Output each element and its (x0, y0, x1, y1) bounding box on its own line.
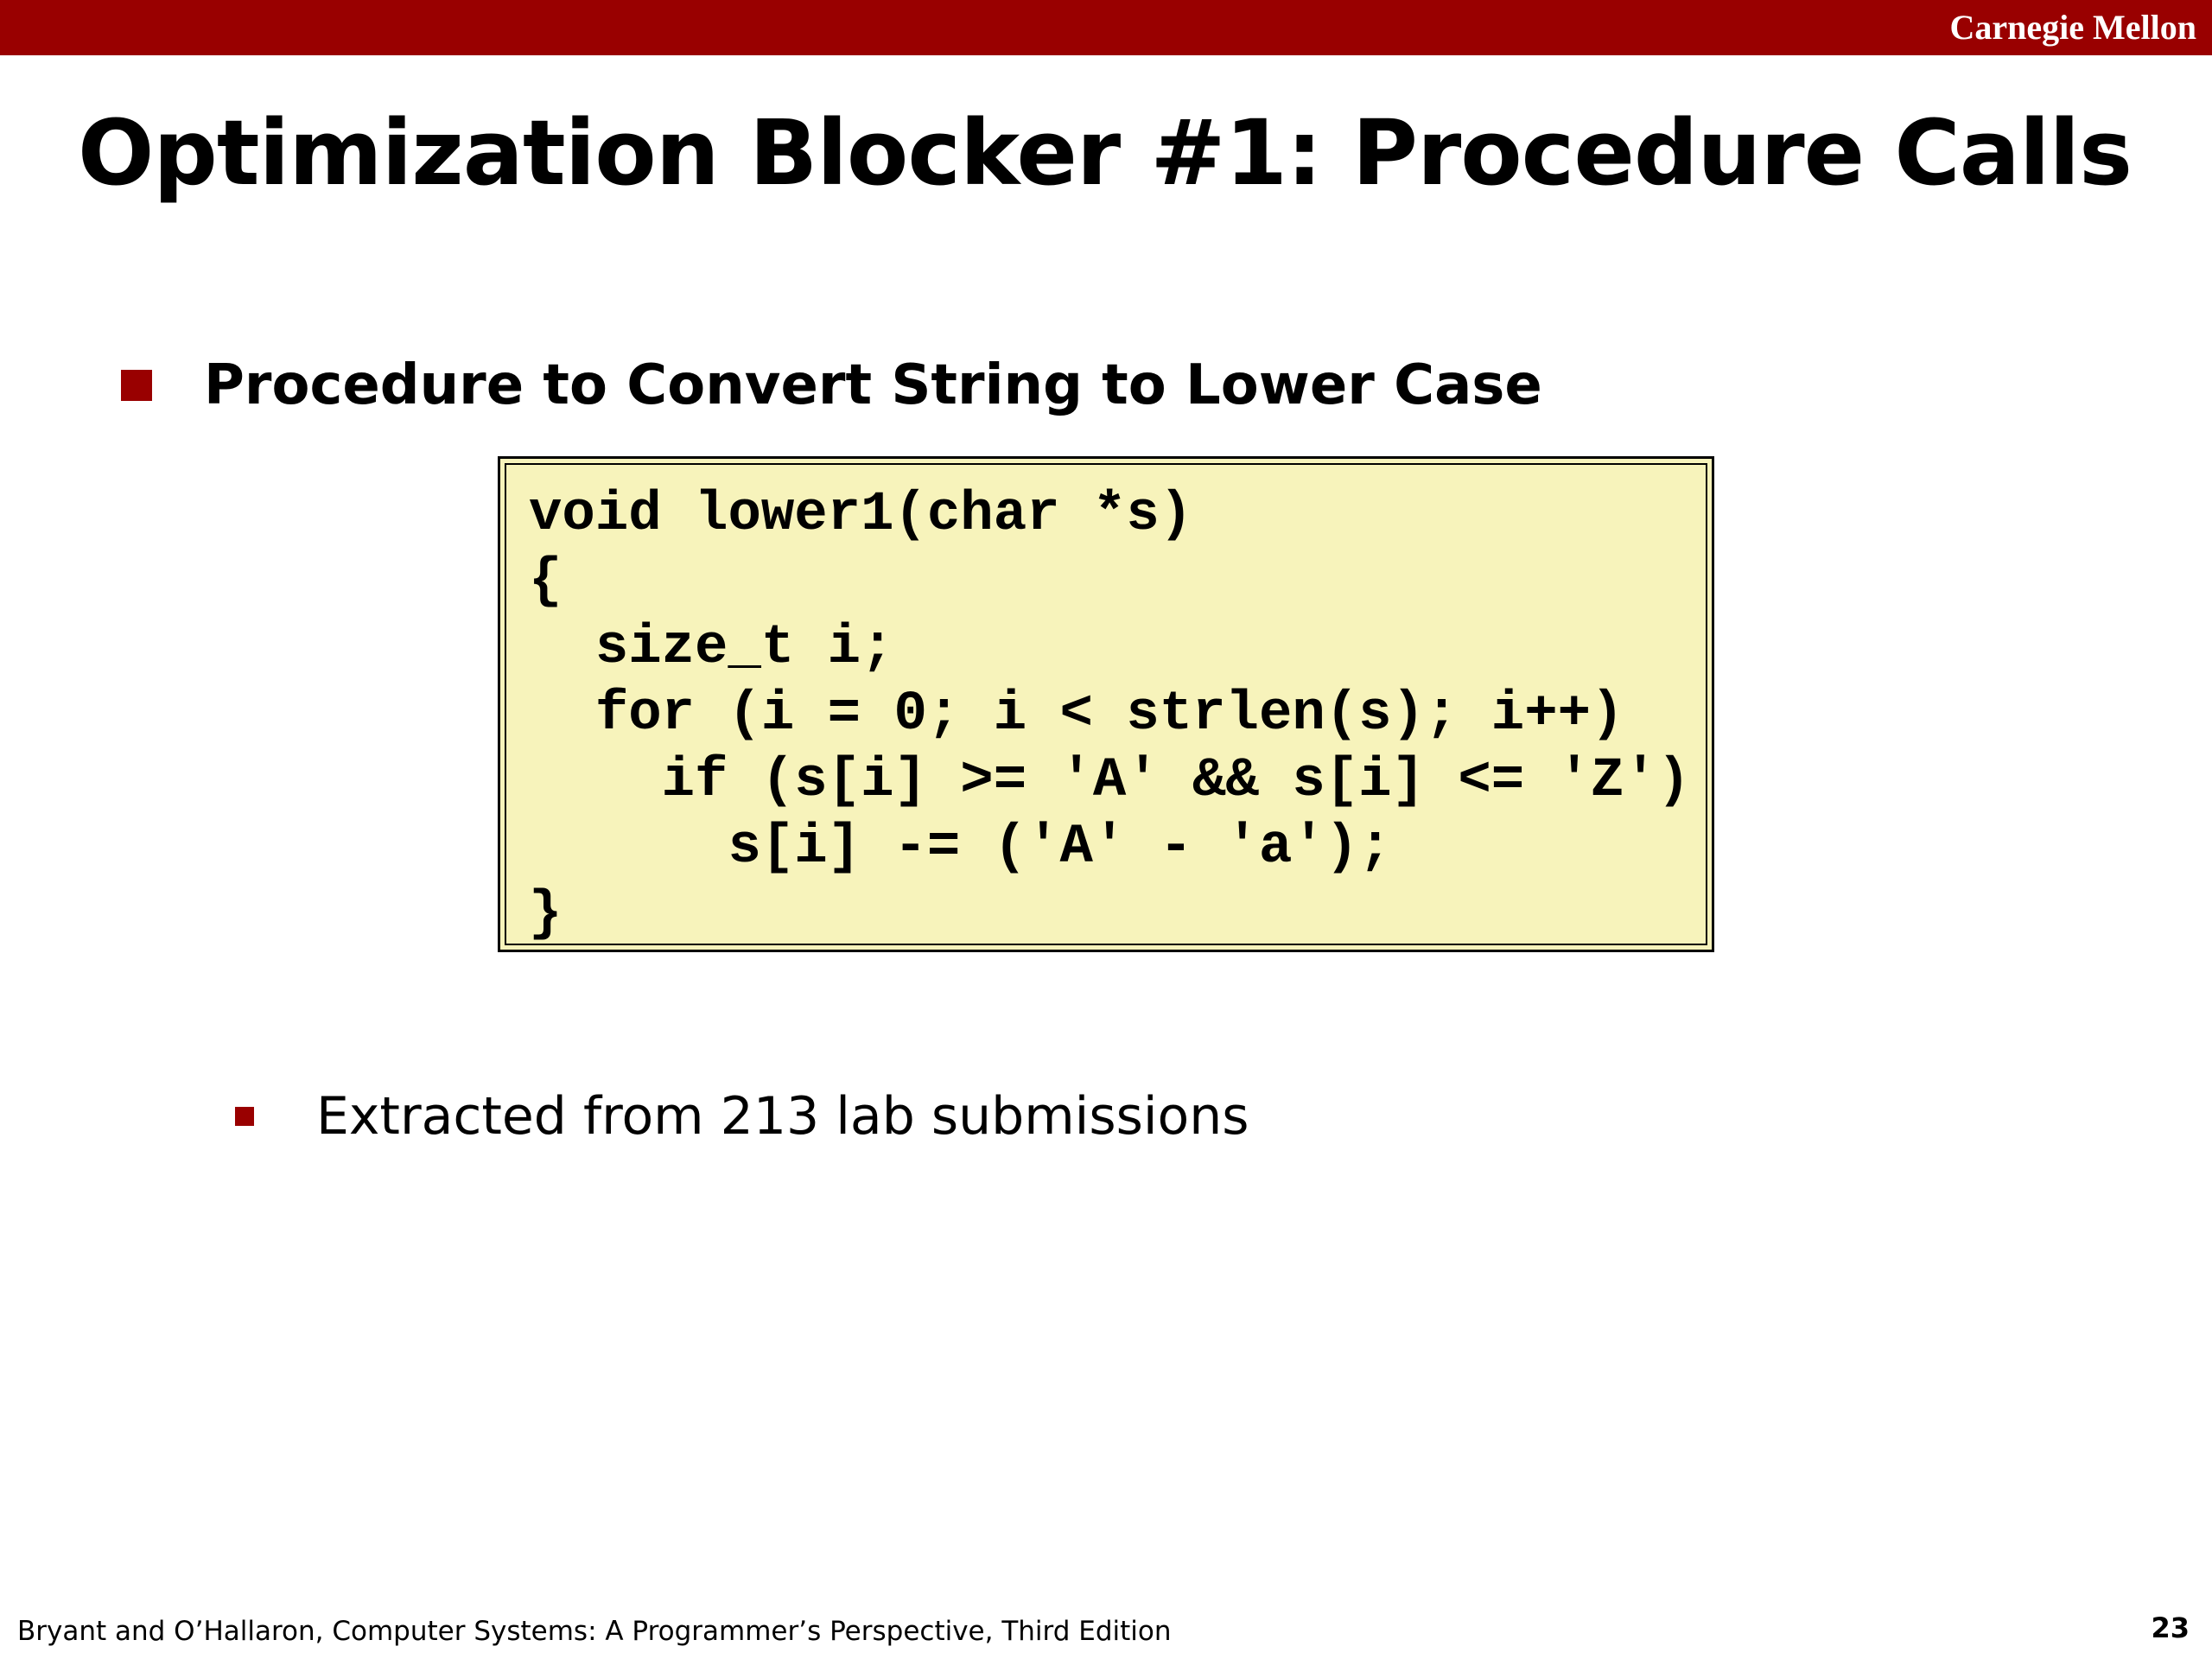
code-block: void lower1(char *s) { size_t i; for (i … (498, 456, 1714, 952)
main-bullet: Procedure to Convert String to Lower Cas… (121, 351, 1542, 420)
brand-logo-text: Carnegie Mellon (1949, 8, 2197, 47)
page-number: 23 (2151, 1611, 2190, 1644)
square-bullet-icon (121, 370, 152, 401)
slide-title: Optimization Blocker #1: Procedure Calls (78, 100, 2133, 206)
main-bullet-text: Procedure to Convert String to Lower Cas… (204, 353, 1542, 417)
header-bar: Carnegie Mellon (0, 0, 2212, 55)
footer-citation: Bryant and O’Hallaron, Computer Systems:… (17, 1616, 1172, 1647)
small-square-bullet-icon (235, 1107, 254, 1126)
code-text: void lower1(char *s) { size_t i; for (i … (529, 484, 1691, 945)
sub-bullet-text: Extracted from 213 lab submissions (316, 1086, 1249, 1147)
code-block-inner: void lower1(char *s) { size_t i; for (i … (505, 463, 1707, 945)
sub-bullet: Extracted from 213 lab submissions (235, 1082, 1249, 1151)
